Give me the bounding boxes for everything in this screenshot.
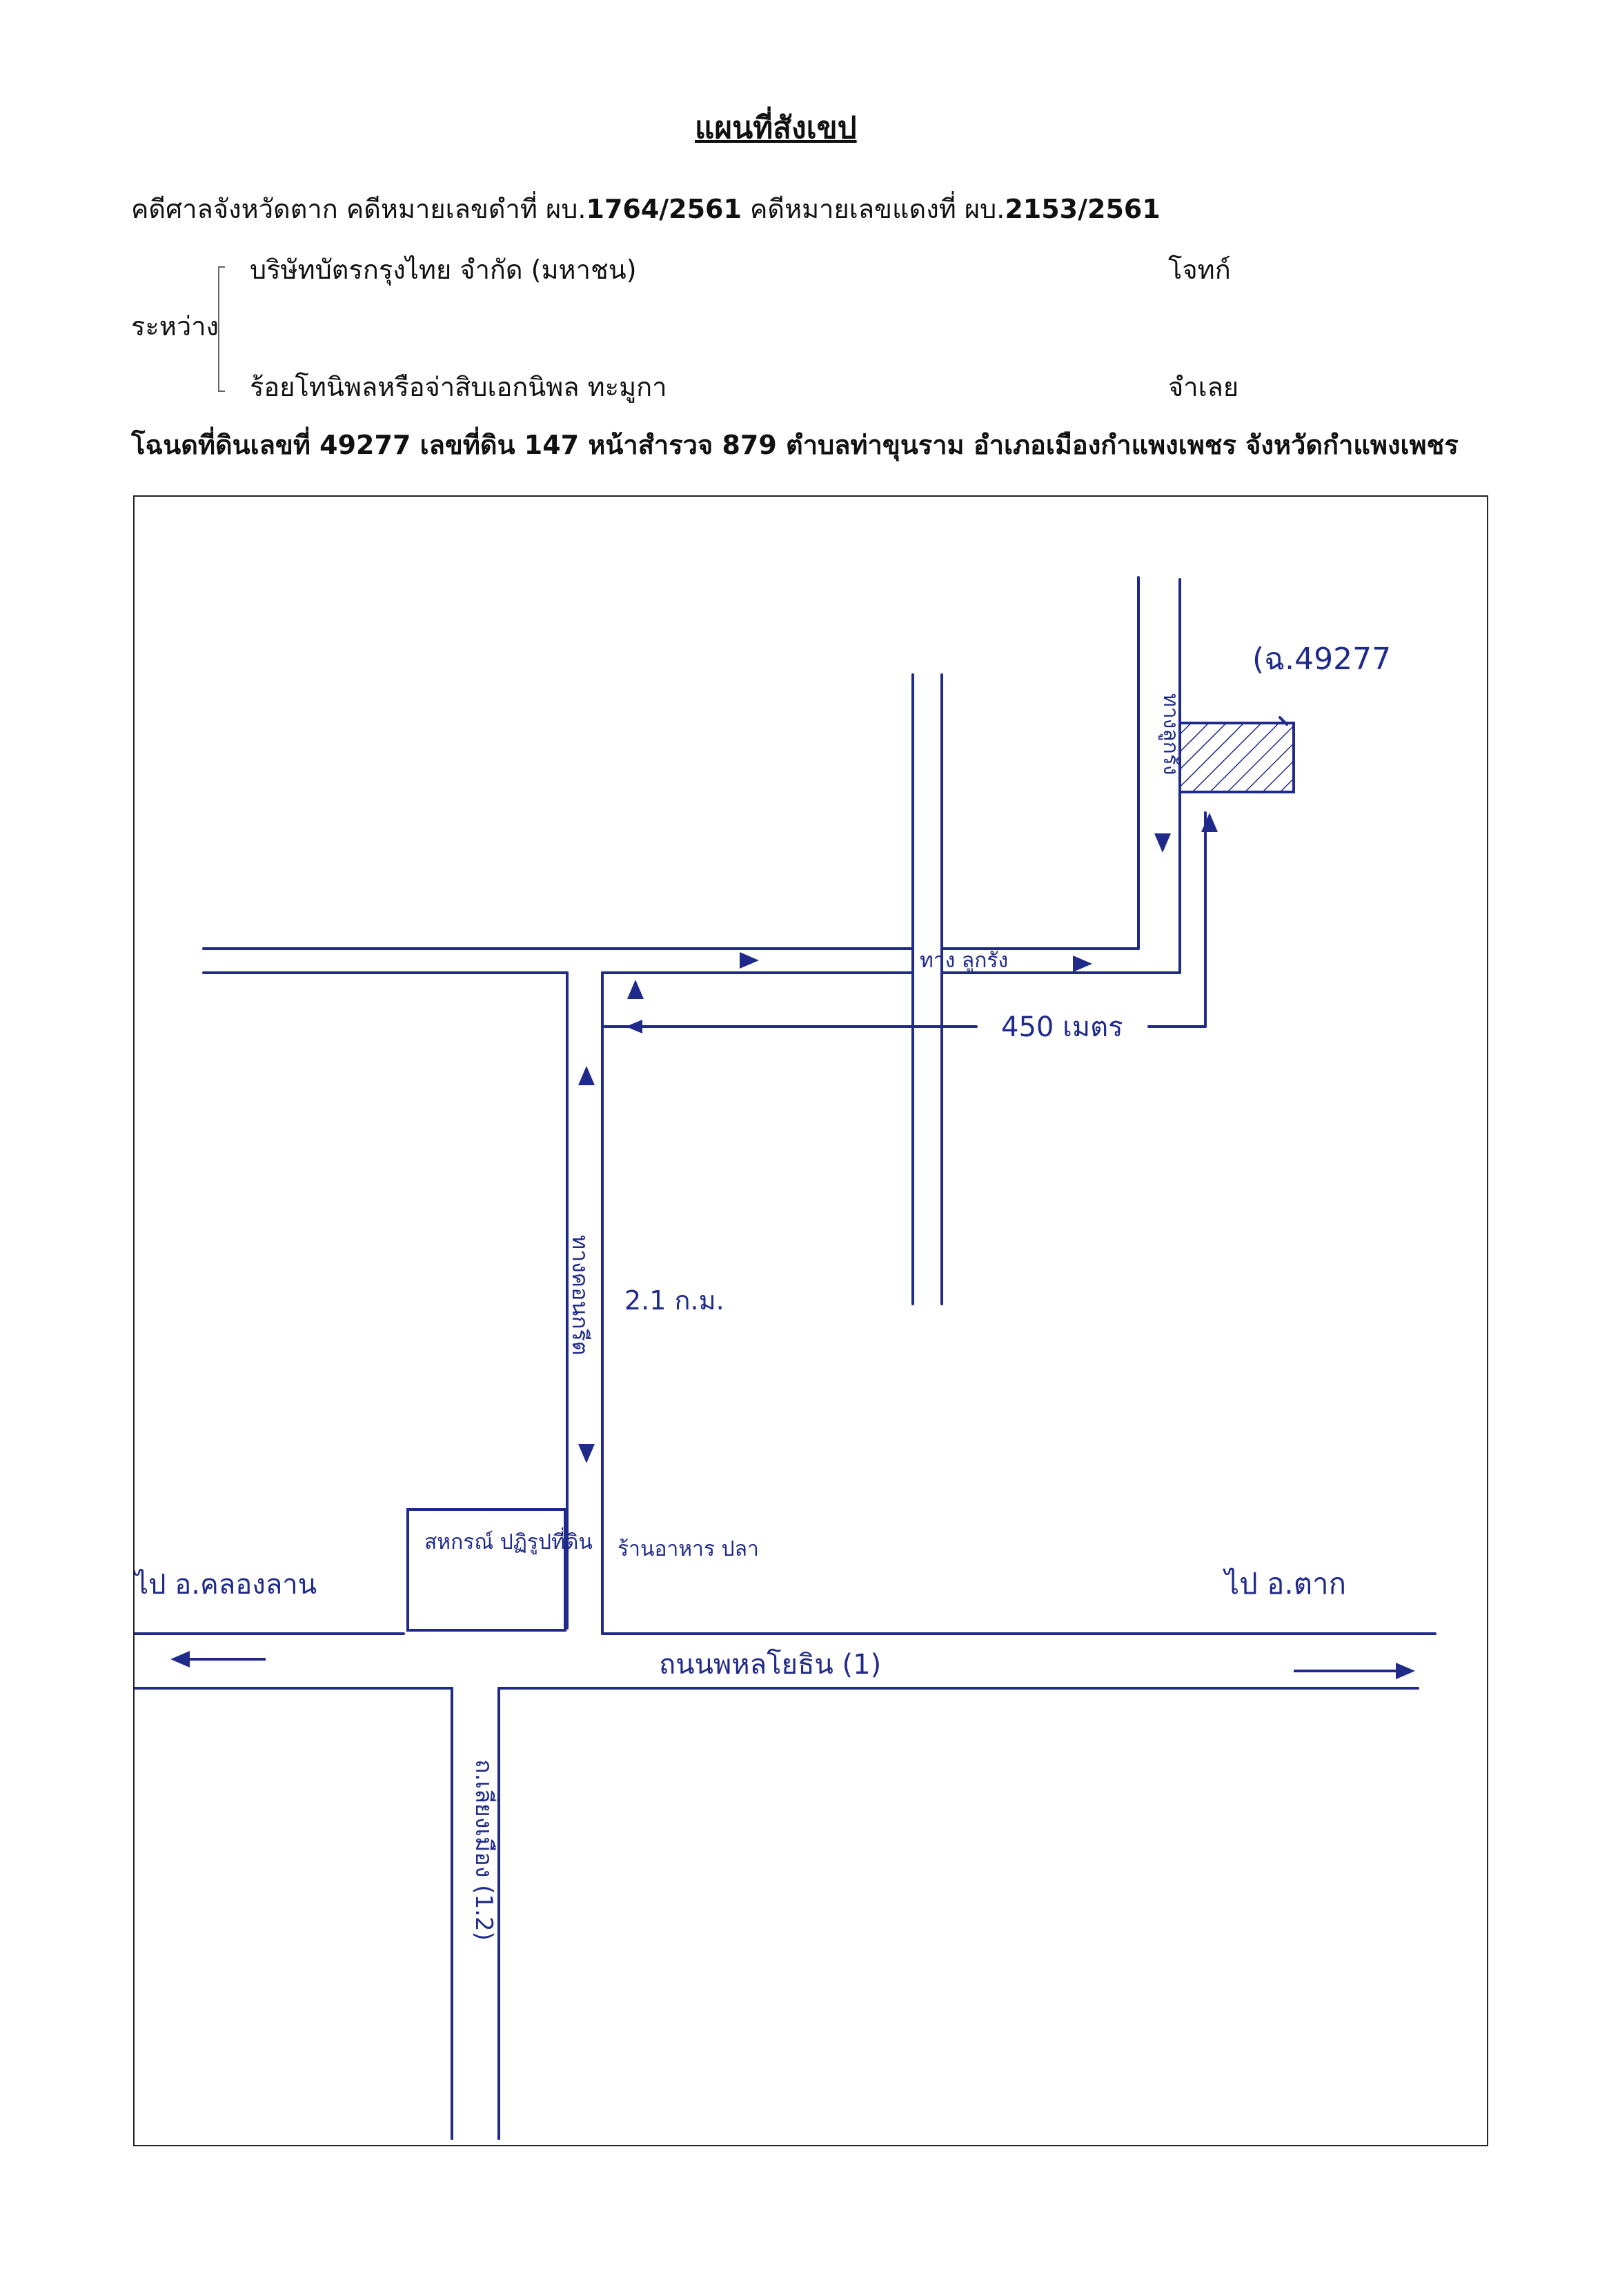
label-cooperative-line1: สหกรณ์ ปฏิรูปที่ดิน [424, 1527, 593, 1554]
party-bracket [218, 266, 225, 392]
between-label: ระหว่าง [131, 311, 219, 342]
arrow-concrete-south [578, 1444, 595, 1463]
label-to-west: ไป อ.คลองลาน [135, 1569, 317, 1601]
arrow-distance-450-left [626, 1020, 642, 1033]
arrow-main-west [170, 1651, 190, 1667]
label-south-road: ถ.เลี่ยงเมือง (1.2) [470, 1759, 500, 1941]
label-soi-upper: ทางลูกรัง [1158, 693, 1183, 775]
arrow-upper-soi-south [1154, 833, 1171, 853]
label-to-east: ไป อ.ตาก [1223, 1567, 1346, 1601]
arrow-soi-east-2 [1073, 956, 1092, 972]
defendant-role: จำเลย [1168, 372, 1239, 402]
map-frame: (ฉ.49277 ทางลูกรัง ทาง ลูกรัง 450 เมตร ท… [133, 495, 1488, 2146]
defendant-name: ร้อยโทนิพลหรือจ่าสิบเอกนิพล ทะมูกา [250, 372, 667, 402]
document-title: แผนที่สังเขป [695, 110, 857, 146]
red-case-label: คดีหมายเลขแดงที่ ผบ. [741, 194, 1005, 224]
arrow-main-east [1396, 1663, 1415, 1679]
cooperative-office-box [406, 1508, 566, 1632]
label-concrete-road: ทางคอนกรีต [567, 1235, 593, 1356]
label-distance-450: 450 เมตร [1001, 1011, 1123, 1043]
label-deed-callout: (ฉ.49277 [1252, 642, 1391, 677]
arrow-upper-soi-north [1201, 813, 1218, 832]
case-line: คดีศาลจังหวัดตาก คดีหมายเลขดำที่ ผบ.1764… [131, 188, 1161, 230]
deed-line: โฉนดที่ดินเลขที่ 49277 เลขที่ดิน 147 หน้… [131, 430, 1459, 460]
sketch-map: (ฉ.49277 ทางลูกรัง ทาง ลูกรัง 450 เมตร ท… [135, 576, 1437, 2140]
land-plot-49277 [1178, 722, 1295, 793]
arrow-soi-east-1 [740, 952, 759, 969]
case-prefix: คดีศาลจังหวัดตาก คดีหมายเลขดำที่ ผบ. [131, 194, 586, 224]
red-case-number: 2153/2561 [1005, 194, 1161, 224]
arrow-concrete-north [578, 1066, 595, 1085]
black-case-number: 1764/2561 [586, 194, 742, 224]
plaintiff-role: โจทก์ [1168, 255, 1231, 285]
label-main-road: ถนนพหลโยธิน (1) [659, 1649, 881, 1681]
label-soi-horizontal: ทาง ลูกรัง [920, 949, 1008, 973]
label-distance-km: 2.1 ก.ม. [624, 1285, 724, 1316]
label-shop: ร้านอาหาร ปลา [618, 1537, 759, 1561]
arrow-distance-km-north [627, 980, 644, 999]
plaintiff-name: บริษัทบัตรกรุงไทย จำกัด (มหาชน) [250, 255, 637, 285]
